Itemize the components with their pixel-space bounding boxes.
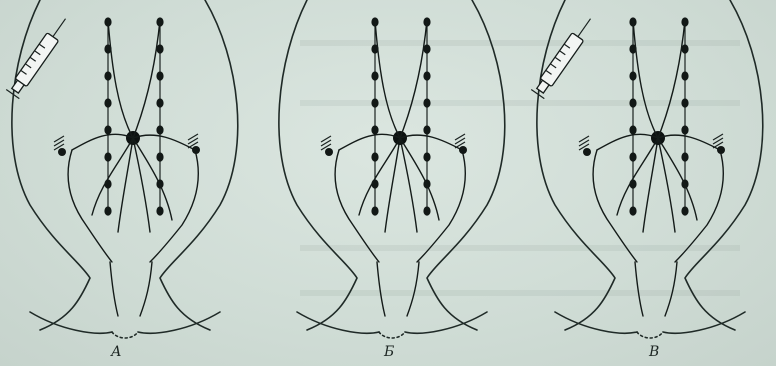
left-lower-fold [297, 312, 379, 333]
nerve-branch [658, 138, 697, 220]
lymph-node [371, 206, 378, 215]
lymph-node [681, 98, 688, 107]
lymph-node [156, 206, 163, 215]
left-groin-vessel [377, 262, 385, 316]
lymph-node [423, 125, 430, 134]
nerve-branch [133, 135, 195, 150]
nerve-branch [118, 138, 133, 232]
lymph-node [371, 98, 378, 107]
left-groin-vessel [110, 262, 118, 316]
right-lateral-vessel [675, 150, 723, 262]
lymph-node [156, 98, 163, 107]
right-groin-vessel [140, 262, 152, 316]
lymph-node [104, 71, 111, 80]
lymph-node [104, 125, 111, 134]
lymph-node [156, 152, 163, 161]
panel-label-v: В [649, 344, 659, 360]
nerve-branch [133, 138, 172, 220]
right-body-contour [427, 0, 505, 330]
lymph-node [629, 125, 636, 134]
nerve-branch [658, 20, 685, 138]
lymph-node [104, 98, 111, 107]
lymph-node [156, 71, 163, 80]
syringe-barrel [15, 33, 59, 87]
lymph-node [371, 125, 378, 134]
nerve-branch [375, 20, 400, 138]
lateral-node [325, 148, 333, 156]
left-lower-fold [30, 312, 112, 333]
left-lateral-vessel [68, 150, 112, 262]
nerve-branch [400, 20, 427, 138]
left-body-contour [279, 0, 357, 330]
lymph-node [371, 152, 378, 161]
right-body-contour [160, 0, 238, 330]
nerve-branch [597, 134, 658, 150]
panel-b [279, 0, 505, 338]
nerve-branch [385, 138, 400, 232]
nerve-branch [108, 20, 133, 138]
right-lower-fold [663, 312, 745, 333]
lateral-node [192, 146, 200, 154]
nerve-branch [643, 138, 658, 232]
right-lower-fold [138, 312, 220, 333]
panel-label-b: Б [384, 344, 394, 360]
lateral-node [583, 148, 591, 156]
nerve-branch [133, 20, 160, 138]
lymph-node [681, 71, 688, 80]
nerve-branch [633, 20, 658, 138]
lymph-node [371, 71, 378, 80]
syringe-needle [578, 19, 591, 37]
lymph-node [156, 125, 163, 134]
lymph-node [629, 98, 636, 107]
lymph-node [681, 206, 688, 215]
lateral-node [58, 148, 66, 156]
lymph-node [104, 152, 111, 161]
lymph-node [681, 152, 688, 161]
nerve-branch [72, 134, 133, 150]
lymph-node [629, 71, 636, 80]
syringe-barrel [540, 33, 584, 87]
lymph-node [423, 152, 430, 161]
umbilicus-mark [379, 332, 405, 338]
panel-a [6, 0, 238, 338]
nerve-branch [339, 134, 400, 150]
lymph-node [681, 125, 688, 134]
right-groin-vessel [665, 262, 677, 316]
syringe-icon [6, 14, 72, 99]
nerve-branch [400, 138, 439, 220]
syringe-icon [531, 14, 597, 99]
panel-v [531, 0, 763, 338]
left-lateral-vessel [593, 150, 637, 262]
lateral-node [717, 146, 725, 154]
left-groin-vessel [635, 262, 643, 316]
right-lower-fold [405, 312, 487, 333]
right-lateral-vessel [150, 150, 198, 262]
right-body-contour [685, 0, 763, 330]
panel-label-a: А [111, 344, 122, 360]
nerve-branch [658, 135, 720, 150]
right-lateral-vessel [417, 150, 465, 262]
lateral-node [459, 146, 467, 154]
umbilicus-mark [112, 332, 138, 338]
lymph-node [629, 152, 636, 161]
left-lower-fold [555, 312, 637, 333]
lymph-node [423, 71, 430, 80]
lymph-node [104, 206, 111, 215]
lymph-node [629, 206, 636, 215]
left-lateral-vessel [335, 150, 379, 262]
umbilicus-mark [637, 332, 663, 338]
syringe-needle [53, 19, 66, 37]
right-groin-vessel [407, 262, 419, 316]
lymph-node [423, 206, 430, 215]
lymph-node [423, 98, 430, 107]
nerve-branch [400, 135, 462, 150]
